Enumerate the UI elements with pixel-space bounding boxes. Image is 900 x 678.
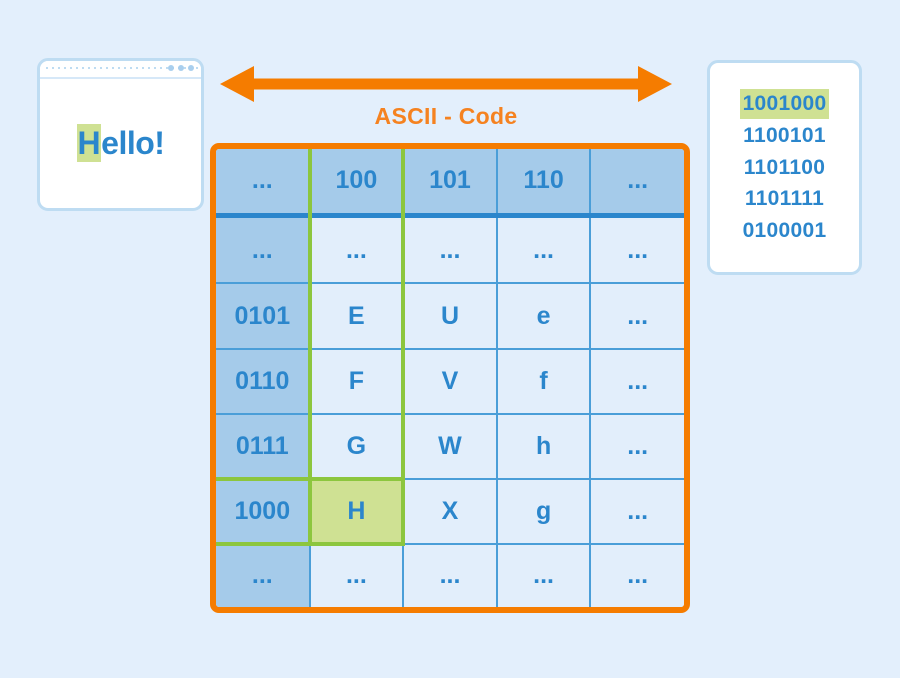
row-cell: W	[403, 413, 498, 480]
row-cell: f	[496, 348, 592, 415]
row-cell: U	[403, 283, 498, 350]
row-cell: ...	[403, 215, 498, 285]
hello-text: Hello!	[76, 124, 165, 162]
table-row: 0101 E U e ...	[216, 283, 684, 350]
binary-line-highlighted: 1001000	[739, 88, 830, 119]
row-cell: ...	[496, 215, 592, 285]
hello-highlighted-char: H	[76, 124, 102, 162]
window-dot-icon	[178, 65, 184, 71]
page-title: ASCII - Code	[374, 103, 518, 129]
browser-content: Hello!	[40, 79, 201, 208]
row-cell: F	[309, 348, 405, 415]
row-cell: e	[496, 283, 592, 350]
row-cell: ...	[590, 478, 684, 545]
binary-line: 1101100	[743, 155, 826, 179]
header-cell-101: 101	[403, 149, 498, 218]
binary-line: 1101111	[744, 187, 825, 211]
header-cell-more: ...	[590, 149, 684, 218]
row-cell: ...	[403, 543, 498, 607]
window-controls	[168, 65, 194, 71]
table-row: ... ... ... ... ...	[216, 215, 684, 285]
row-cell: g	[496, 478, 592, 545]
table-row-highlighted: 1000 H X g ...	[216, 478, 684, 545]
row-cell: ...	[590, 215, 684, 285]
row-code: 0101	[216, 283, 311, 350]
row-code: ...	[216, 543, 311, 607]
row-code: ...	[216, 215, 311, 285]
binary-output-panel: 1001000 1100101 1101100 1101111 0100001	[707, 60, 862, 275]
row-cell: ...	[590, 543, 684, 607]
browser-titlebar	[40, 61, 201, 79]
header-cell-100: 100	[309, 149, 405, 218]
row-cell: ...	[496, 543, 592, 607]
row-cell: ...	[590, 283, 684, 350]
row-cell: G	[309, 413, 405, 480]
window-dot-icon	[168, 65, 174, 71]
table-row: 0111 G W h ...	[216, 413, 684, 480]
row-code: 1000	[216, 478, 311, 545]
browser-window: Hello!	[37, 58, 204, 211]
row-cell: h	[496, 413, 592, 480]
row-cell: ...	[309, 215, 405, 285]
table-header-row: ... 100 101 110 ...	[216, 149, 684, 218]
highlighted-cell: H	[309, 478, 405, 545]
row-cell: E	[309, 283, 405, 350]
binary-line: 0100001	[742, 219, 827, 243]
row-cell: X	[403, 478, 498, 545]
row-code: 0111	[216, 413, 311, 480]
row-cell: ...	[309, 543, 405, 607]
row-code: 0110	[216, 348, 311, 415]
table-row: 0110 F V f ...	[216, 348, 684, 415]
ascii-code-table: ... 100 101 110 ... ... ... ... ... ... …	[216, 149, 684, 607]
binary-line: 1100101	[743, 123, 826, 147]
row-cell: V	[403, 348, 498, 415]
table-row: ... ... ... ... ...	[216, 543, 684, 607]
header-cell-code: ...	[216, 149, 311, 218]
window-dot-icon	[188, 65, 194, 71]
header-cell-110: 110	[496, 149, 592, 218]
hello-rest-text: ello!	[101, 125, 165, 161]
ascii-table: ... 100 101 110 ... ... ... ... ... ... …	[210, 143, 690, 613]
row-cell: ...	[590, 413, 684, 480]
double-headed-arrow-icon	[220, 64, 672, 104]
row-cell: ...	[590, 348, 684, 415]
